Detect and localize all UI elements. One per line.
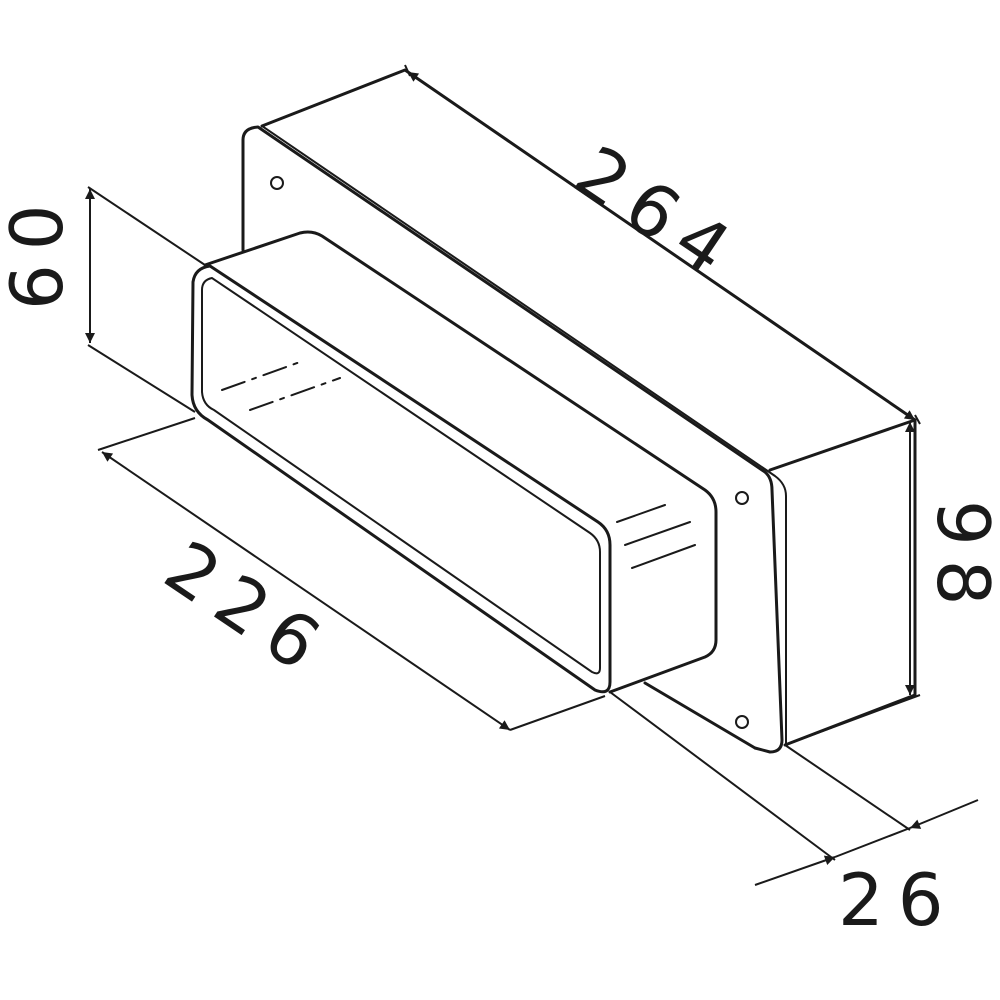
dimension-26: 26 (609, 691, 979, 942)
dimension-label-226: 226 (150, 524, 346, 694)
nozzle (190, 230, 718, 694)
dimension-label-264: 264 (560, 129, 756, 299)
flange-plate (241, 125, 787, 754)
mounting-hole (735, 715, 749, 729)
dimension-label-26: 26 (838, 858, 958, 942)
dimension-label-98: 98 (921, 500, 1000, 620)
dimension-226: 226 (97, 417, 606, 731)
dimension-label-60: 60 (0, 190, 79, 310)
dimension-60: 60 (0, 186, 206, 413)
mounting-hole (735, 491, 749, 505)
dimension-98: 98 (784, 422, 1000, 746)
dimension-264: 264 (404, 64, 921, 425)
mounting-hole (270, 176, 284, 190)
